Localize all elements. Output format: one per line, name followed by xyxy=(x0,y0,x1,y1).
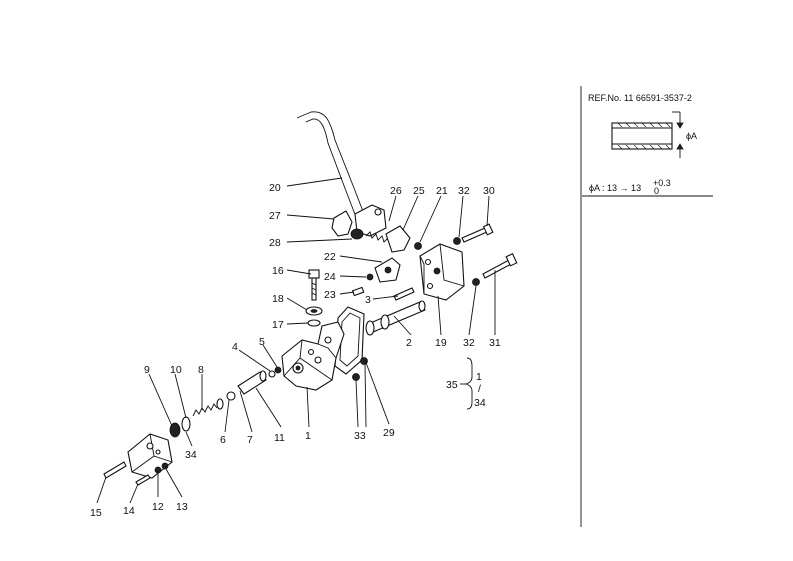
part-3-pin xyxy=(393,287,415,301)
part-30-bolt xyxy=(453,223,494,245)
bushing-section-figure xyxy=(611,111,684,158)
callout-18: 18 xyxy=(272,293,284,305)
callout-11: 11 xyxy=(274,432,285,444)
callout-20: 20 xyxy=(269,182,281,194)
part-12-washer xyxy=(154,466,162,474)
part-14-bolt xyxy=(135,474,151,486)
callout-6: 6 xyxy=(220,434,226,446)
callout-25: 25 xyxy=(413,185,425,197)
part-4-ring xyxy=(268,370,276,378)
callout-15: 15 xyxy=(90,507,102,519)
part-19-cover xyxy=(419,243,465,301)
kit-35-label: 35 xyxy=(446,379,458,391)
part-6b-seat xyxy=(216,398,224,410)
callout-9: 9 xyxy=(144,364,150,376)
part-1-body xyxy=(281,321,345,391)
part-11-sleeve xyxy=(237,370,267,395)
part-10-washer xyxy=(181,416,191,432)
part-28-ring xyxy=(350,228,364,240)
part-23-pin xyxy=(351,286,365,297)
callout-29: 29 xyxy=(383,427,395,439)
part-31-bolt xyxy=(472,253,518,286)
part-8-spring xyxy=(192,403,218,417)
dimension-spec: ϕA : 13 → 13 xyxy=(589,183,641,193)
callout-12: 12 xyxy=(152,501,164,513)
kit-35-slash: / xyxy=(478,383,481,395)
callout-23: 23 xyxy=(324,289,336,301)
callout-8: 8 xyxy=(198,364,204,376)
callout-5: 5 xyxy=(259,336,265,348)
callout-7: 7 xyxy=(247,434,253,446)
callout-19: 19 xyxy=(435,337,447,349)
callout-32-top: 32 xyxy=(458,185,470,197)
part-27-nut xyxy=(331,210,353,237)
leader-lines xyxy=(96,177,496,504)
ref-number: REF.No. 11 66591-3537-2 xyxy=(588,93,692,103)
callout-16: 16 xyxy=(272,265,284,277)
part-9-cap xyxy=(169,422,181,438)
callout-24: 24 xyxy=(324,271,336,283)
tolerance-upper: +0.3 xyxy=(653,178,671,188)
part-16-bolt xyxy=(308,269,320,301)
part-17-washer xyxy=(307,319,321,327)
callout-26: 26 xyxy=(390,185,402,197)
part-22-lever xyxy=(374,257,401,283)
part-2-shaft xyxy=(365,300,426,336)
callout-28: 28 xyxy=(269,237,281,249)
callout-13: 13 xyxy=(176,501,188,513)
callout-32-bottom: 32 xyxy=(463,337,475,349)
part-20-pipe xyxy=(296,111,365,218)
part-24-washer xyxy=(366,273,374,281)
kit-35-item-34: 34 xyxy=(474,397,486,409)
callout-30: 30 xyxy=(483,185,495,197)
callout-10: 10 xyxy=(170,364,182,376)
kit-35-item-1: 1 xyxy=(476,371,482,383)
tolerance-lower: 0 xyxy=(654,186,659,196)
callout-27: 27 xyxy=(269,210,281,222)
callout-22: 22 xyxy=(324,251,336,263)
callout-31: 31 xyxy=(489,337,501,349)
callout-1: 1 xyxy=(305,430,311,442)
callout-2: 2 xyxy=(406,337,412,349)
callout-4: 4 xyxy=(232,341,238,353)
callout-3: 3 xyxy=(365,294,371,306)
callout-33: 33 xyxy=(354,430,366,442)
part-21-plug xyxy=(385,225,422,253)
dimension-label: ϕA xyxy=(686,131,697,141)
part-34-cover xyxy=(127,433,173,479)
callout-34: 34 xyxy=(185,449,197,461)
part-6-ball xyxy=(226,391,236,401)
callout-17: 17 xyxy=(272,319,284,331)
callout-21: 21 xyxy=(436,185,448,197)
part-18-washer xyxy=(305,306,323,316)
part-13-washer xyxy=(161,462,169,470)
callout-14: 14 xyxy=(123,505,135,517)
part-26-bracket xyxy=(354,204,387,237)
part-15-bolt xyxy=(103,461,127,479)
part-5-ring xyxy=(274,366,282,374)
